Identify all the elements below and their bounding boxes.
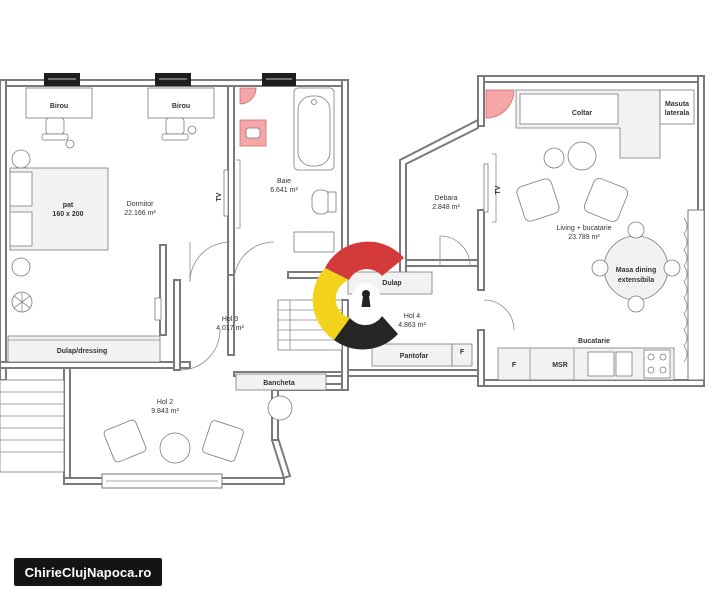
label-bucatarie: Bucatarie: [578, 338, 610, 345]
armchair-living-right: [583, 177, 629, 223]
watermark-text: ChirieClujNapoca.ro: [24, 564, 152, 580]
room-labels: Dormitor 22.166 m² Baie 6.641 m² Debara …: [124, 178, 611, 415]
label-dulap: Dulap: [382, 280, 401, 287]
label-living: Living + bucatarie: [556, 225, 611, 232]
living-furniture: [483, 89, 695, 381]
label-coltar: Coltar: [572, 110, 593, 117]
label-pat-size: 160 x 200: [52, 211, 83, 218]
area-debara: 2.848 m²: [432, 204, 460, 211]
label-baie: Baie: [277, 178, 291, 185]
label-hol2: Hol 2: [157, 399, 173, 406]
label-dormitor: Dormitor: [127, 201, 155, 208]
hol2-furniture: [0, 373, 327, 473]
label-pantofar-f: F: [460, 349, 465, 356]
furniture-labels: Birou Birou pat 160 x 200 Dulap/dressing…: [50, 101, 689, 387]
label-hol4: Hol 4: [404, 313, 420, 320]
label-bancheta: Bancheta: [263, 380, 295, 387]
bathroom-fixtures: [239, 87, 337, 253]
toilet: [311, 189, 331, 215]
label-extensibila: extensibila: [618, 277, 654, 284]
logo-yellow-arc: [312, 268, 350, 340]
label-tv-left: TV: [216, 192, 223, 201]
area-hol2: 9.843 m²: [151, 408, 179, 415]
label-dulap-dressing: Dulap/dressing: [57, 348, 108, 355]
area-living: 23.789 m²: [568, 234, 600, 241]
watermark-badge: ChirieClujNapoca.ro: [14, 558, 162, 586]
armchair-right: [202, 420, 244, 462]
logo-keyhole: [312, 241, 404, 350]
label-birou-right: Birou: [172, 103, 190, 110]
label-pat: pat: [63, 202, 74, 209]
desk-right: [147, 87, 215, 119]
area-hol3: 4.017 m²: [216, 325, 244, 332]
logo-black-arc: [334, 316, 398, 350]
label-debara: Debara: [435, 195, 458, 202]
label-pantofar: Pantofar: [400, 353, 429, 360]
label-fridge: F: [512, 362, 517, 369]
tv-stand-left: [223, 169, 229, 217]
label-msr: MSR: [552, 362, 568, 369]
label-masuta: Masuta: [665, 101, 689, 108]
logo-red-arc: [325, 241, 404, 280]
side-table-living: [659, 89, 695, 125]
chair-left: [45, 117, 65, 135]
area-baie: 6.641 m²: [270, 187, 298, 194]
area-dormitor: 22.166 m²: [124, 210, 156, 217]
tv-stand-right: [483, 163, 489, 213]
label-birou-left: Birou: [50, 103, 68, 110]
armchair-living-left: [516, 178, 560, 222]
label-hol3: Hol 3: [222, 316, 238, 323]
label-laterala: laterala: [665, 110, 690, 117]
bench: [235, 373, 327, 391]
windows: [44, 73, 705, 489]
area-hol4: 4.863 m²: [398, 322, 426, 329]
coffee-table: [159, 432, 191, 464]
desk-left: [25, 87, 93, 119]
label-masa: Masa dining: [616, 267, 656, 274]
armchair-left: [103, 419, 147, 463]
label-tv-right: TV: [495, 185, 502, 194]
chair-right: [165, 117, 185, 135]
side-table: [267, 395, 293, 421]
bedroom-furniture: [7, 87, 241, 363]
